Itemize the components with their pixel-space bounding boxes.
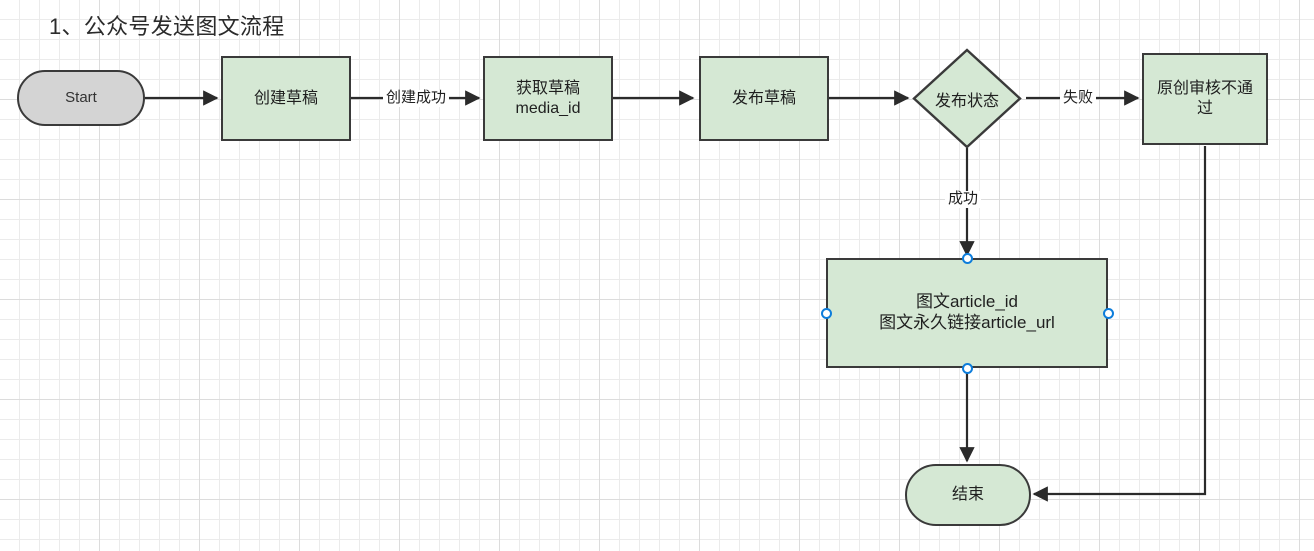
- node-original-check-failed[interactable]: 原创审核不通 过: [1142, 53, 1268, 145]
- edge-label-success: 成功: [945, 190, 982, 208]
- node-get-draft[interactable]: 获取草稿 media_id: [483, 56, 613, 141]
- node-get-draft-label: 获取草稿 media_id: [515, 79, 581, 117]
- selection-handle-top[interactable]: [961, 252, 973, 264]
- node-start[interactable]: Start: [17, 70, 145, 126]
- page-title: 1、公众号发送图文流程: [49, 14, 285, 39]
- node-publish-draft[interactable]: 发布草稿: [699, 56, 829, 141]
- node-end-label: 结束: [951, 486, 984, 504]
- selection-handle-right[interactable]: [1102, 307, 1114, 319]
- selection-handle-left[interactable]: [820, 307, 832, 319]
- node-publish-draft-label: 发布草稿: [731, 89, 796, 107]
- node-start-label: Start: [65, 88, 97, 106]
- node-create-draft-label: 创建草稿: [253, 89, 318, 107]
- node-article-result-label: 图文article_id 图文永久链接article_url: [879, 292, 1055, 332]
- node-publish-status[interactable]: 发布状态: [912, 48, 1022, 149]
- node-publish-status-label: 发布状态: [934, 92, 999, 110]
- node-article-result[interactable]: 图文article_id 图文永久链接article_url: [826, 258, 1108, 368]
- edge-label-create-success: 创建成功: [383, 89, 450, 107]
- node-create-draft[interactable]: 创建草稿: [221, 56, 351, 141]
- node-end[interactable]: 结束: [905, 464, 1031, 526]
- edge-label-failure: 失败: [1060, 89, 1097, 107]
- decision-shape: [912, 48, 1022, 149]
- selection-handle-bottom[interactable]: [961, 362, 973, 374]
- node-original-check-failed-label: 原创审核不通 过: [1156, 80, 1253, 117]
